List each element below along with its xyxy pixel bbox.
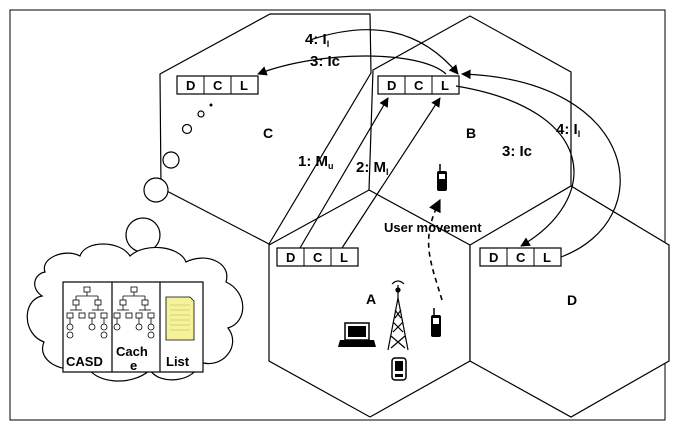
user-movement-arrow <box>427 198 443 301</box>
list-document-icon <box>165 296 195 341</box>
label-mu: 1: Mu <box>298 153 334 171</box>
dcl-box-cell-b: D C L <box>377 75 460 95</box>
thought-bubble-tiny <box>197 110 205 118</box>
mobile-phone-icon <box>437 164 447 191</box>
cell-c-label: C <box>263 125 273 141</box>
dcl-l: L <box>441 78 449 93</box>
dcl-d: D <box>186 78 195 93</box>
legend-cache-label-line2: e <box>130 358 137 373</box>
dcl-l: L <box>543 250 551 265</box>
dcl-l: L <box>240 78 248 93</box>
casd-tree-icon <box>66 286 108 339</box>
label-il-top: 4: Il <box>305 31 329 49</box>
thought-bubble-dot <box>209 103 213 107</box>
antenna-tower-icon <box>387 280 409 351</box>
dcl-c: C <box>213 78 223 93</box>
label-ml: 2: Ml <box>356 159 389 177</box>
thought-bubble-small <box>162 151 180 169</box>
arrow-mu <box>299 97 389 249</box>
arrow-il-right <box>461 69 621 258</box>
dcl-box-cell-a: D C L <box>276 247 359 267</box>
cache-legend-panel: CASD Cach e List <box>62 281 204 373</box>
cell-d-hexagon <box>469 185 670 418</box>
dcl-c: C <box>414 78 424 93</box>
cache-tree-icon <box>113 286 155 339</box>
dcl-d: D <box>286 250 295 265</box>
cell-a-label: A <box>366 291 376 307</box>
dcl-l: L <box>340 250 348 265</box>
arrow-ic-top <box>257 55 447 76</box>
dcl-c: C <box>516 250 526 265</box>
dcl-d: D <box>489 250 498 265</box>
legend-cache-label-line1: Cach <box>116 344 148 359</box>
arrow-il-top <box>309 29 459 75</box>
arrow-ic-right <box>455 85 575 247</box>
cell-c-hexagon <box>159 13 372 245</box>
dcl-box-cell-d: D C L <box>479 247 562 267</box>
legend-list-label: List <box>166 354 190 369</box>
label-ic-right: 3: Ic <box>502 143 532 160</box>
label-il-right: 4: Il <box>556 121 580 139</box>
dcl-d: D <box>387 78 396 93</box>
laptop-icon <box>338 322 376 347</box>
legend-casd-label: CASD <box>66 354 103 369</box>
arrow-ml <box>341 97 441 249</box>
mobile-phone-icon <box>431 308 441 337</box>
user-movement-label: User movement <box>384 220 482 235</box>
dcl-box-cell-c: D C L <box>176 75 259 95</box>
thought-bubble-smaller <box>181 123 193 135</box>
pda-icon <box>391 357 407 381</box>
cell-d-label: D <box>567 292 577 308</box>
label-ic-top: 3: Ic <box>310 53 340 70</box>
dcl-c: C <box>313 250 323 265</box>
cell-b-label: B <box>466 125 476 141</box>
thought-bubble-medium <box>143 177 169 203</box>
